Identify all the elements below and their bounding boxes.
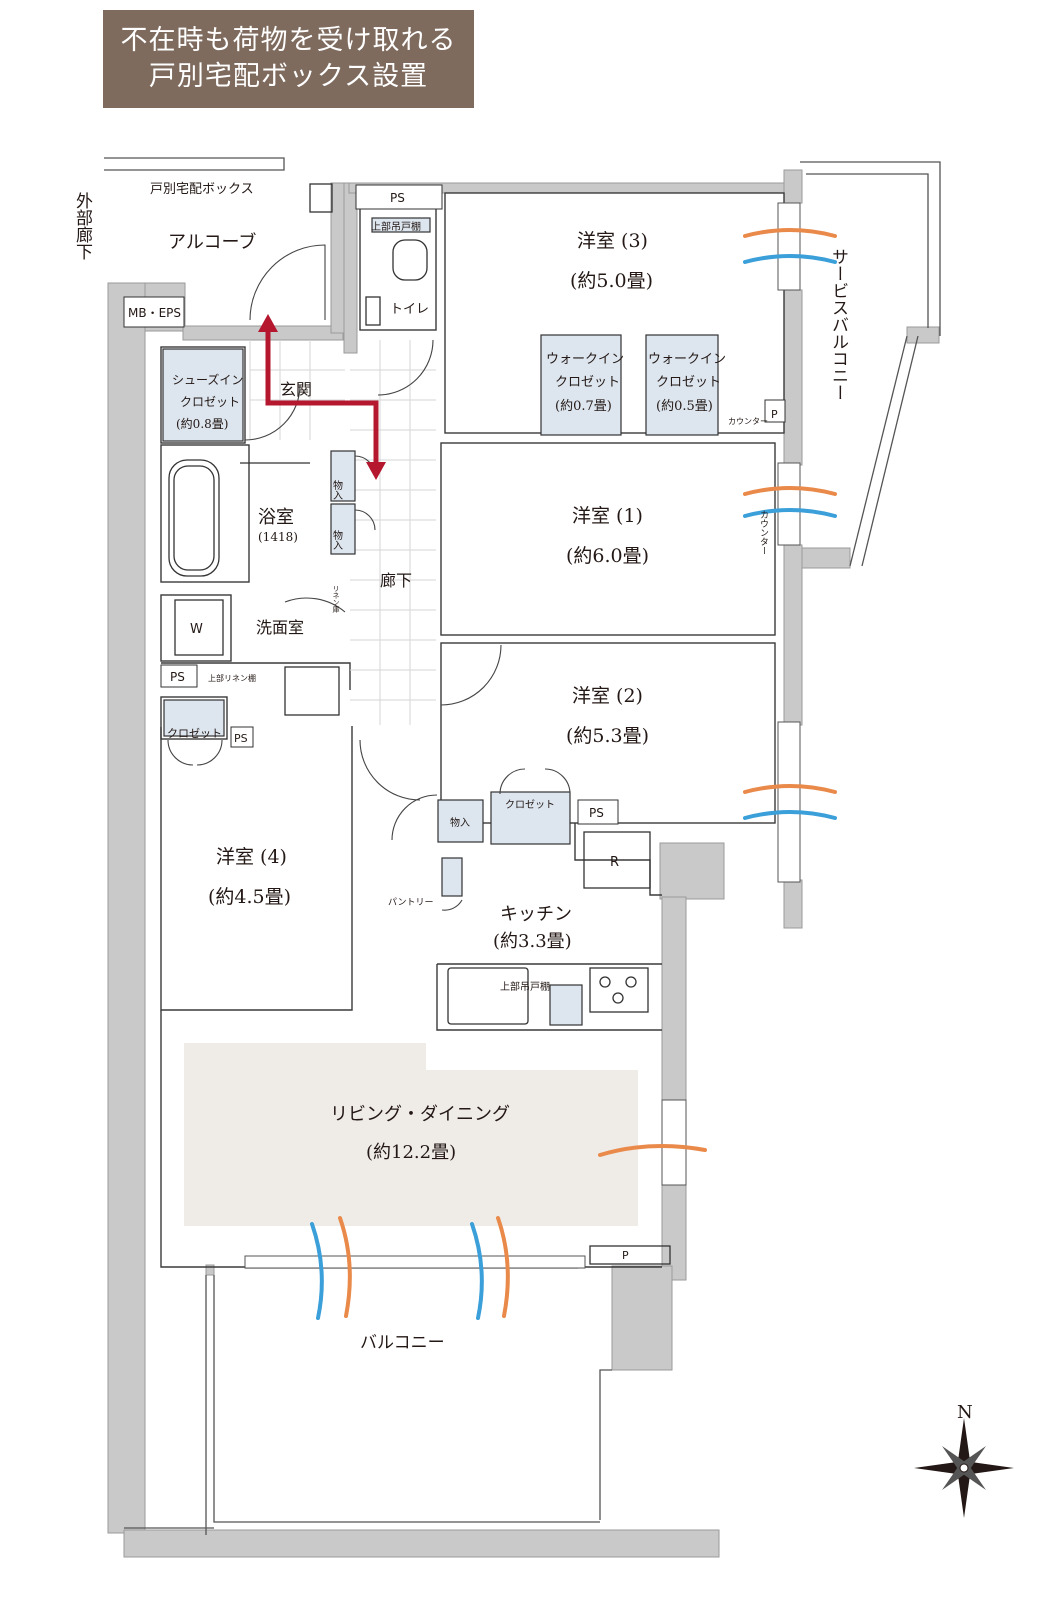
p-living-label: P (622, 1249, 629, 1262)
pantry-label: パントリー (388, 897, 433, 908)
closet-label: クロゼット (167, 727, 222, 740)
banner-line-1: 不在時も荷物を受け取れる (120, 25, 457, 56)
ps-r4-label: PS (234, 732, 248, 745)
upper-linen-label: 上部リネン棚 (208, 673, 256, 683)
wic1-size: (約0.7畳) (555, 399, 612, 414)
alcove-label: アルコーブ (168, 231, 256, 253)
counter-label: カウンター (728, 417, 768, 426)
counter-vertical-label: カウンター (758, 510, 769, 555)
outer-corridor-label: 外部廊下 (72, 192, 93, 260)
ps-kitchen-label: PS (589, 806, 604, 820)
storage-fills (162, 217, 719, 1026)
shoe-closet-size: (約0.8畳) (176, 416, 228, 431)
walls (107, 169, 940, 1558)
entrance-label: 玄関 (280, 380, 312, 399)
washer-label: W (190, 622, 203, 637)
corridor-tiles (249, 340, 436, 725)
title-banner: 不在時も荷物を受け取れる 戸別宅配ボックス設置 (103, 10, 474, 108)
airflow-indicators (310, 228, 837, 1320)
room3-label: 洋室 (3) (577, 230, 648, 252)
wic1-label-b: クロゼット (555, 375, 620, 390)
labels: 外部廊下 戸別宅配ボックス アルコーブ MB・EPS PS 上部吊戸棚 トイレ … (72, 182, 973, 1423)
room2-label: 洋室 (2) (572, 685, 643, 707)
north-label: N (957, 1402, 973, 1423)
compass-rose-icon (914, 1418, 1014, 1518)
kitchen-label: キッチン (500, 904, 572, 925)
toilet-label: トイレ (390, 302, 429, 317)
room2-size: (約5.3畳) (566, 725, 649, 747)
bath-size-label: (1418) (258, 530, 298, 544)
label-boxes (123, 184, 786, 825)
ps-wash-label: PS (170, 670, 185, 684)
living-size: (約12.2畳) (366, 1142, 456, 1163)
room3-size: (約5.0畳) (570, 270, 653, 292)
windows (244, 202, 801, 1269)
fixtures (168, 183, 671, 1265)
washroom-label: 洗面室 (256, 618, 304, 637)
storage-label-2: 物入 (331, 529, 343, 550)
upper-cabinet-kitchen-label: 上部吊戸棚 (500, 980, 550, 993)
p-label-upper: P (771, 408, 778, 421)
delivery-box-label: 戸別宅配ボックス (150, 182, 254, 197)
banner-line-2: 戸別宅配ボックス設置 (148, 61, 429, 92)
corridor-label: 廊下 (380, 571, 412, 590)
wic2-size: (約0.5畳) (656, 399, 713, 414)
kitchen-size: (約3.3畳) (493, 931, 572, 952)
entry-route-arrow (258, 314, 386, 480)
linen-label: リネン庫 (332, 585, 340, 614)
mb-eps-label: MB・EPS (128, 306, 181, 320)
room4-label: 洋室 (4) (216, 846, 287, 868)
storage-label-1: 物入 (331, 479, 343, 500)
living-label: リビング・ダイニング (330, 1104, 510, 1125)
shoe-closet-label-2: クロゼット (180, 395, 240, 409)
wic2-label-b: クロゼット (656, 375, 721, 390)
room1-label: 洋室 (1) (572, 505, 643, 527)
room4-size: (約4.5畳) (208, 886, 291, 908)
wic2-label-a: ウォークイン (648, 352, 726, 367)
room1-size: (約6.0畳) (566, 545, 649, 567)
service-balcony-label: サービスバルコニー (828, 248, 848, 401)
balcony-label: バルコニー (360, 1333, 445, 1353)
upper-cabinet-toilet-label: 上部吊戸棚 (371, 220, 421, 233)
doors (167, 244, 571, 911)
living-fill (184, 1043, 638, 1226)
shoe-closet-label: シューズイン (172, 372, 243, 387)
fridge-label: R (610, 855, 619, 870)
closet2-label: クロゼット (505, 799, 555, 811)
storage2-label: 物入 (450, 816, 470, 829)
ps-top-label: PS (390, 191, 405, 205)
wic1-label-a: ウォークイン (546, 352, 624, 367)
bath-label: 浴室 (258, 507, 294, 528)
